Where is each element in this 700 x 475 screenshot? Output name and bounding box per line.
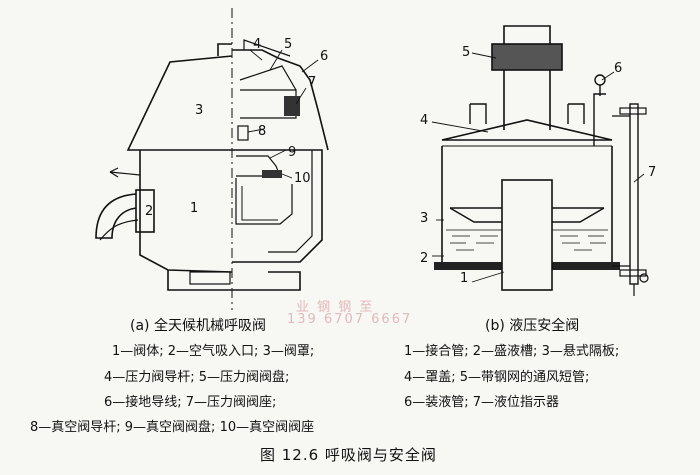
- part-number: 6: [614, 61, 622, 76]
- left-legend-line: 1—阀体; 2—空气吸入口; 3—阀罩;: [112, 344, 315, 359]
- hood-left: [126, 55, 233, 151]
- left-subcaption: (a) 全天候机械呼吸阀: [130, 318, 266, 334]
- hood-right: [232, 49, 329, 151]
- safety-valve-part-numbers: 1 2 3 4 5 6 7: [420, 45, 656, 286]
- flange-left: [167, 270, 232, 291]
- hydraulic-safety-valve-drawing: [431, 25, 649, 296]
- pressure-valve-seat: [284, 96, 300, 116]
- part-number: 2: [145, 204, 153, 219]
- body-right: [232, 149, 323, 263]
- part-number: 4: [253, 37, 261, 52]
- part-number: 3: [420, 211, 428, 226]
- part-number: 6: [320, 49, 328, 64]
- top-cap: [217, 43, 232, 56]
- part-number: 4: [420, 113, 428, 128]
- vent-mesh-cap: [491, 43, 563, 71]
- flange-right: [232, 271, 301, 291]
- inlet-arrow: [99, 219, 139, 241]
- watermark-line-2: 139 6707 6667: [287, 312, 413, 327]
- part-number: 7: [648, 165, 656, 180]
- vent-pipe: [503, 70, 551, 130]
- part-number: 5: [462, 45, 470, 60]
- vent-pipe-top: [503, 25, 551, 44]
- part-number: 1: [460, 271, 468, 286]
- right-subcaption: (b) 液压安全阀: [485, 318, 580, 334]
- left-legend-line: 6—接地导线; 7—压力阀阀座;: [104, 395, 277, 410]
- part-number: 10: [294, 171, 311, 186]
- body-left: [139, 150, 233, 273]
- level-indicator: [629, 103, 639, 285]
- air-inlet: [135, 189, 155, 233]
- part-number: 9: [288, 145, 296, 160]
- inlet-duct: [95, 193, 137, 239]
- vacuum-guide-rod: [237, 125, 249, 141]
- guide-rod-top: [243, 39, 291, 57]
- right-legend-line: 1—接合管; 2—盛液槽; 3—悬式隔板;: [404, 344, 620, 359]
- part-number: 5: [284, 37, 292, 52]
- outlet-arrow: [109, 171, 141, 176]
- part-number: 8: [258, 124, 266, 139]
- right-legend-line: 4—罩盖; 5—带钢网的通风短管;: [404, 370, 590, 385]
- connecting-pipe: [501, 179, 553, 291]
- part-number: 7: [308, 75, 316, 90]
- flange-bolt: [189, 271, 231, 285]
- part-number: 1: [190, 201, 198, 216]
- vacuum-valve-seat: [262, 170, 282, 178]
- left-legend-line: 4—压力阀导杆; 5—压力阀阀盘;: [104, 370, 290, 385]
- part-number: 2: [420, 251, 428, 266]
- watermark-line-1: 业 钢 钢 至: [296, 300, 375, 315]
- breathing-valve-part-numbers: 1 2 3 4 5 6 7 8 9 10: [145, 37, 328, 219]
- right-legend-line: 6—装液管; 7—液位指示器: [404, 395, 560, 410]
- part-number: 3: [195, 103, 203, 118]
- cover-lid: [441, 119, 613, 141]
- breathing-valve-drawing: [95, 8, 329, 310]
- figure-caption: 图 12.6 呼吸阀与安全阀: [260, 446, 437, 464]
- left-legend-last-line: 8—真空阀导杆; 9—真空阀阀盘; 10—真空阀阀座: [30, 420, 315, 435]
- filling-pipe: [593, 93, 606, 146]
